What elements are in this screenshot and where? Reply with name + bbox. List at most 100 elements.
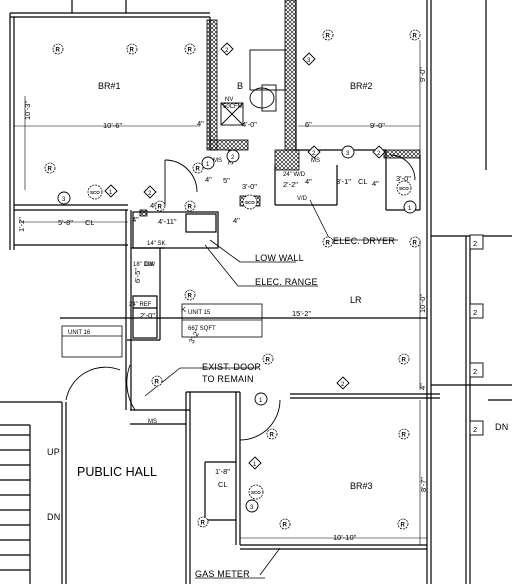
side-tag-2a: 2 [473,239,477,248]
room-label-br1: BR#1 [98,81,121,91]
label-up: UP [47,447,60,457]
receptacle-icon: R [279,518,291,530]
tub [249,49,286,91]
room-label-lr: LR [350,295,362,305]
label-sink: 14" SK [147,241,165,247]
svg-text:R: R [402,358,407,364]
side-tag-2d: 2 [473,425,477,434]
smoke-co-symbols: SCO SCO SCO SCO [87,180,412,500]
dim-hall-4: 4" [205,175,212,184]
dim-closet1-cl: CL [85,218,95,227]
svg-text:R: R [56,48,61,54]
tag-1d: 1 [109,190,113,196]
svg-text:R: R [196,167,201,173]
tag-2b: 2 [225,48,229,54]
unit-15-box [181,303,263,338]
label-unit-15-area: 667 SQFT [188,326,216,332]
dim-misc-4b: 4" [372,179,379,188]
side-tag-2c: 2 [473,367,477,376]
svg-text:SCO: SCO [245,200,255,205]
tag-2e: 2 [377,151,381,157]
dim-br3-closet: 1'-8" [215,467,230,476]
tag-3d: 3 [307,58,311,64]
dimension-lines [14,40,427,545]
svg-text:SCO: SCO [251,490,261,495]
dim-kitchen-side: 6'-5" [133,268,142,283]
label-exist-door-2: TO REMAIN [202,374,254,384]
tag-3c: 3 [250,505,254,511]
receptacle-icon: R [184,43,196,55]
receptacle-icon: R [126,43,138,55]
label-dn-left: DN [47,512,60,522]
label-nv-cfm: 50CFM [223,104,243,110]
receptacle-icon: R [52,43,64,55]
label-ms-1: MS [148,419,157,425]
receptacle-icon: R [197,516,209,528]
room-label-br3: BR#3 [350,481,373,491]
dim-closet2-cl: CL [358,177,368,186]
door-swings [65,154,416,441]
svg-text:SCO: SCO [399,186,409,191]
svg-text:R: R [326,34,331,40]
svg-text:R: R [130,48,135,54]
dim-br2-width: 9'-0" [370,121,385,130]
svg-text:R: R [283,523,288,529]
receptacle-icon: R [266,428,278,440]
side-boxes [469,234,484,436]
tag-1c: 1 [408,206,412,212]
smoke-co-detector-icon: SCO [248,484,264,500]
tag-diamond-1: 1 [253,462,257,468]
svg-text:R: R [158,205,163,211]
br3-door-swing [239,399,281,441]
leader-lines [144,199,398,579]
room-label-br2: BR#2 [350,81,373,91]
receptacle-icon: R [184,200,196,212]
vanity [220,102,244,126]
br1-door-swing [164,159,198,193]
label-unit-16: UNIT 16 [68,330,91,336]
svg-text:R: R [188,205,193,211]
svg-text:R: R [48,167,53,173]
label-washer-dryer: 24" W/D [283,172,306,178]
dim-kitchen-top: 4'-11" [158,217,177,226]
hall-door-swing [65,366,121,401]
svg-text:R: R [413,241,418,247]
dim-misc-12: 1'-2" [17,217,26,232]
receptacle-icon: R [398,428,410,440]
receptacle-icon: R [322,29,334,41]
dim-misc-4a: 4" [197,119,204,128]
receptacle-icon: R [397,518,409,530]
label-refrigerator: 24" REF [129,302,152,308]
smoke-co-detector-icon: SCO [242,194,258,210]
receptacle-icon: R [409,236,421,248]
tag-2c: 2 [148,191,152,197]
tag-3a: 3 [346,151,350,157]
dim-misc-4c: 4" [233,216,240,225]
toilet-tank [261,84,277,112]
dim-br3-closet-cl: CL [218,480,228,489]
svg-text:SCO: SCO [90,190,100,195]
tag-1b: 1 [259,398,263,404]
dim-closet1: 5'-8" [58,218,73,227]
side-tag-2b: 2 [473,308,477,317]
svg-text:R: R [266,358,271,364]
svg-text:R: R [401,523,406,529]
dim-wd-4: 4" [305,177,312,186]
dim-lr-depth: 10'-0" [418,294,427,313]
tag-3b: 3 [62,197,66,203]
dim-kitchen-4a: 4" [132,215,139,224]
smoke-co-detector-icon: SCO [87,184,103,200]
svg-text:R: R [270,433,275,439]
dim-bath-6: 6" [305,120,312,129]
smoke-co-detector-icon: SCO [396,180,412,196]
svg-text:R: R [188,294,193,300]
tag-diamonds [104,42,386,470]
label-unit-15: UNIT 15 [188,310,211,316]
tag-1a: 1 [206,162,210,168]
label-dw: DW [145,262,155,268]
tag-2d: 2 [312,151,316,157]
label-ms-2: MS [213,158,222,164]
label-elec-range: ELEC. RANGE [255,277,318,287]
